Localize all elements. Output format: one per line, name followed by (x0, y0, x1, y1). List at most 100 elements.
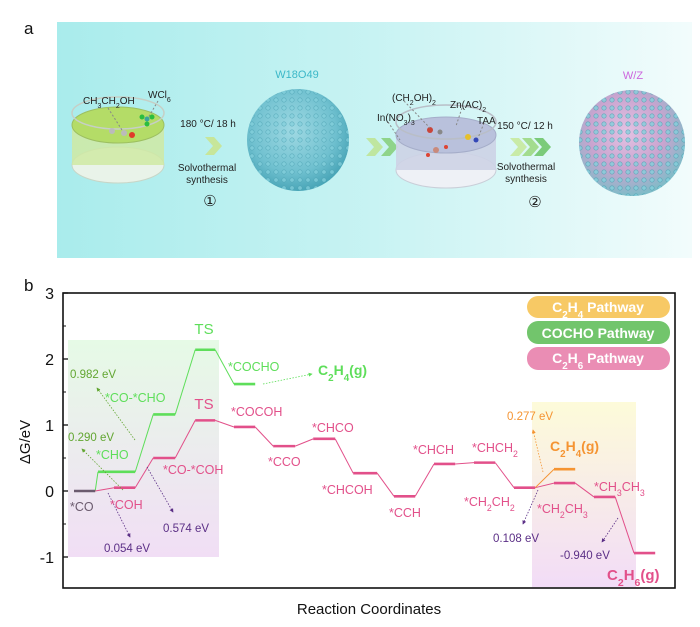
legend-swatch-c2h6 (527, 347, 670, 370)
shaded-region-initial-steps (68, 340, 219, 557)
y-tick-label: 3 (45, 286, 54, 303)
connector-c2h6-CHCH-CHCH2 (455, 462, 475, 465)
connector-c2h6-CH3CH3-C2H6g (614, 496, 635, 554)
legend-swatch-cocho (527, 321, 670, 344)
reagent-ethanol: CH3CH2OH (83, 96, 135, 110)
beaker-1-illustration (71, 96, 165, 184)
w18o49-nanosphere-illustration (247, 89, 349, 191)
y-axis-title: ΔG/eV (17, 420, 34, 464)
label-co-coh: *CO-*COH (163, 463, 223, 477)
connector-c2h6-CH2CH2-CH2CH3 (535, 482, 555, 489)
arrow-0054 (107, 492, 131, 538)
label-cch: *CCH (389, 506, 421, 520)
step2-method-line1: Solvothermal (497, 162, 555, 173)
label-c2h6-gas: C2H6(g) (607, 567, 660, 589)
annotation-0054: 0.054 eV (104, 543, 150, 555)
beaker-2-illustration (387, 100, 497, 189)
label-cocho-product: C2H4(g) (318, 362, 367, 384)
y-tick-label: 1 (45, 418, 54, 435)
label-coh: *COH (110, 498, 143, 512)
connector-c2h6-CCO-CHCO (295, 438, 314, 447)
step1-method-line1: Solvothermal (178, 163, 236, 174)
step2-conditions: 150 °C/ 12 h (497, 121, 553, 132)
label-cco: *CCO (268, 455, 301, 469)
connector-c2h6-CHCH2-CH2CH2 (494, 462, 515, 488)
annotation-0982: 0.982 eV (70, 369, 116, 381)
energy-profile-chart: 3 2 1 0 -1 (40, 286, 676, 589)
connector-cocho-CHO-COCHO_pre (134, 414, 154, 473)
reagent-zinc-acetate: Zn(AC)2 (450, 100, 486, 114)
reagent-ethylene-glycol: (CH2OH)2 (392, 93, 436, 107)
label-chcoh: *CHCOH (322, 483, 373, 497)
annotation-0290: 0.290 eV (68, 432, 114, 444)
arrow-m0940 (601, 517, 619, 543)
reagent-indium-nitrate: In(NO3)3 (377, 113, 415, 127)
product-w18o49-label: W18O49 (275, 69, 318, 81)
panel-b-label: b (24, 276, 33, 295)
x-axis-title: Reaction Coordinates (297, 601, 441, 618)
connector-cocho-CO-CHO (94, 471, 99, 492)
connector-c2h6-COH-COCOH_pre (134, 457, 154, 488)
label-cho: *CHO (96, 448, 129, 462)
connector-c2h6-CH2CH3-CH3CH3 (574, 482, 595, 498)
label-ts-c2h6: TS (194, 396, 213, 413)
connector-cocho-TS_g-COCHO (214, 349, 235, 385)
connector-c2h6-TS_p-COCOH (215, 419, 235, 428)
label-co-cho: *CO-*CHO (105, 391, 166, 405)
arrow-0290 (81, 448, 124, 491)
shaded-region-final-steps (532, 402, 636, 587)
reagent-wcl6: WCl6 (148, 90, 171, 104)
panel-a-label: a (24, 19, 34, 38)
label-chco: *CHCO (312, 421, 354, 435)
legend: C2H4 Pathway COCHO Pathway C2H6 Pathway (527, 296, 670, 372)
legend-label-cocho: COCHO Pathway (542, 325, 655, 341)
y-tick-label: 2 (45, 352, 54, 369)
annotation-0108: 0.108 eV (493, 533, 539, 545)
annotation-0574: 0.574 eV (163, 523, 209, 535)
label-chch: *CHCH (413, 443, 454, 457)
step2-method-line2: synthesis (505, 174, 547, 185)
annotation-arrows (81, 372, 619, 543)
connector-c2h6-CHCOH-CCH (376, 472, 395, 497)
connector-c2h6-COCOH_pre-TS_p (174, 420, 196, 459)
label-co: *CO (70, 500, 94, 514)
label-cocoh: *COCOH (231, 405, 282, 419)
y-tick-label: -1 (40, 550, 54, 567)
label-ch3ch3: *CH3CH3 (594, 480, 645, 498)
label-ts-cocho: TS (194, 321, 213, 338)
step1-conditions: 180 °C/ 18 h (180, 119, 236, 130)
y-axis: 3 2 1 0 -1 (40, 286, 68, 567)
annotation-m0940: -0.940 eV (560, 550, 610, 562)
chevron-arrows-icon (510, 138, 551, 156)
chevron-arrow-icon (205, 137, 222, 155)
label-c2h4-gas: C2H4(g) (550, 438, 599, 460)
y-tick-label: 0 (45, 484, 54, 501)
chevron-arrows-icon (366, 138, 398, 156)
connector-c2h6-CO-COH (95, 487, 115, 492)
chart-labels: 0.982 eV 0.290 eV 0.054 eV 0.574 eV 0.27… (68, 321, 660, 589)
arrow-cocho-to-c2h4 (262, 372, 313, 385)
legend-label-c2h6: C2H6 Pathway (552, 350, 644, 372)
legend-label-c2h4: C2H4 Pathway (552, 299, 644, 321)
annotation-0277: 0.277 eV (507, 411, 553, 423)
connector-c2h4-CH2CH2-C2H4g (534, 468, 555, 489)
label-ch2ch2: *CH2CH2 (464, 495, 515, 513)
arrow-0108 (522, 489, 539, 525)
arrow-0277 (531, 429, 544, 473)
reagent-taa: TAA (477, 116, 496, 127)
connector-c2h6-COCOH-CCO (254, 426, 274, 447)
step1-number: ① (203, 193, 216, 210)
product-wz-label: W/Z (623, 70, 643, 82)
label-ch2ch3: *CH2CH3 (537, 502, 588, 520)
step2-number: ② (528, 194, 541, 211)
legend-swatch-c2h4 (527, 296, 670, 318)
plot-frame (62, 292, 676, 589)
connector-cocho-COCHO_pre-TS_g (174, 349, 196, 415)
connector-c2h6-CHCO-CHCOH (334, 438, 354, 474)
wz-nanosphere-illustration (579, 90, 685, 196)
arrow-0574 (146, 466, 174, 513)
label-chch2: *CHCH2 (472, 441, 518, 459)
step1-method-line2: synthesis (186, 175, 228, 186)
energy-levels (74, 348, 656, 555)
